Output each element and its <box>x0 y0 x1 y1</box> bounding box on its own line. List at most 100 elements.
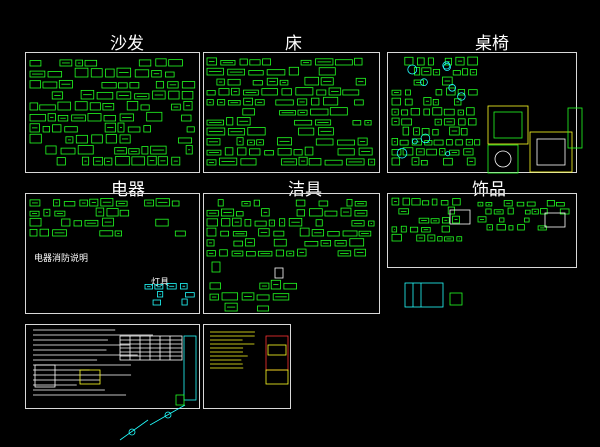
chair-block <box>421 67 432 76</box>
sanitary-block <box>318 200 329 207</box>
frame-sofa[interactable] <box>25 52 200 173</box>
sofa-block <box>150 145 167 155</box>
decor-block <box>427 234 436 242</box>
sofa-block <box>104 157 113 166</box>
bed-block <box>352 120 362 126</box>
bed-block <box>248 70 264 76</box>
round-table-block <box>411 138 418 145</box>
round-table-block <box>494 150 512 168</box>
chair-block <box>443 157 453 166</box>
decor-block <box>544 212 566 228</box>
frame-appliance[interactable] <box>25 193 200 314</box>
decor-block <box>447 206 455 215</box>
bed-block <box>243 89 259 96</box>
bed-block <box>335 59 353 66</box>
decor-block <box>402 197 410 206</box>
bed-block <box>324 159 343 166</box>
chair-block <box>457 109 464 116</box>
decor-block <box>556 202 565 207</box>
sanitary-block <box>270 279 281 290</box>
bed-block <box>206 57 217 66</box>
bed-block <box>264 150 274 156</box>
chair-block <box>411 157 420 166</box>
chair-block <box>417 57 425 66</box>
sanitary-block <box>320 240 332 247</box>
bed-block <box>275 99 294 106</box>
appliance-block <box>39 228 50 237</box>
appliance-block <box>174 230 186 237</box>
sofa-block <box>96 91 114 100</box>
decor-block <box>418 217 430 224</box>
round-table-block <box>448 84 456 92</box>
frame-notes[interactable] <box>25 324 200 409</box>
bed-block <box>297 98 308 106</box>
appliance-block <box>53 199 61 207</box>
bed-block <box>315 138 334 146</box>
sanitary-block <box>334 240 347 247</box>
sofa-block <box>147 155 157 166</box>
chair-block <box>463 148 474 156</box>
bed-block <box>280 158 297 166</box>
sofa-block <box>143 125 151 133</box>
decor-block <box>477 216 487 223</box>
chair-block <box>413 67 421 76</box>
frame-table-chair[interactable] <box>387 52 577 173</box>
appliance-block <box>29 210 40 217</box>
bed-block <box>342 89 360 96</box>
sofa-block <box>90 68 103 78</box>
sanitary-block <box>327 231 340 237</box>
bed-block <box>318 67 336 76</box>
bed-block <box>315 58 334 66</box>
sofa-block <box>29 102 39 111</box>
sofa-block <box>140 104 150 111</box>
frame-bed[interactable] <box>203 52 380 173</box>
appliance-block <box>144 199 154 207</box>
sanitary-block <box>241 200 251 207</box>
chair-block <box>391 157 401 166</box>
sofa-block <box>47 113 56 122</box>
chair-block <box>413 79 424 86</box>
sofa-block <box>47 71 63 78</box>
sanitary-block <box>206 209 219 217</box>
sanitary-block <box>219 249 228 257</box>
appliance-block <box>54 210 66 217</box>
bed-block <box>295 87 314 96</box>
sofa-block <box>103 115 117 122</box>
bed-block <box>220 60 236 66</box>
sofa-block <box>155 58 167 67</box>
sanitary-block <box>368 220 375 227</box>
sofa-block <box>115 156 130 166</box>
decor-block <box>540 208 548 215</box>
chair-block <box>432 69 441 76</box>
round-table-block <box>420 133 431 144</box>
bed-block <box>236 137 244 146</box>
sofa-block <box>171 156 181 166</box>
sanitary-block <box>224 302 238 312</box>
chair-block <box>474 139 481 146</box>
decor-block <box>493 209 504 215</box>
sanitary-block <box>259 282 270 290</box>
frame-sanitary[interactable] <box>203 193 380 314</box>
bed-block <box>337 139 355 146</box>
round-table-block <box>457 92 466 101</box>
appliance-block <box>155 198 170 207</box>
chair-block <box>446 139 453 146</box>
sofa-block <box>152 90 166 100</box>
round-table-block <box>445 151 451 157</box>
sanitary-block <box>297 248 307 257</box>
sofa-block <box>116 91 132 100</box>
sofa-block <box>131 156 146 166</box>
sofa-block <box>52 124 62 133</box>
round-table-block <box>396 147 408 159</box>
frame-decor[interactable] <box>387 193 577 268</box>
frame-legend[interactable] <box>203 324 291 409</box>
decor-block <box>485 202 493 207</box>
sofa-block <box>57 115 69 122</box>
sofa-block <box>181 81 196 89</box>
sofa-block <box>138 59 152 67</box>
decor-block <box>524 217 530 223</box>
decor-block <box>526 201 536 207</box>
sanitary-block <box>279 218 286 227</box>
bed-block <box>240 158 257 166</box>
